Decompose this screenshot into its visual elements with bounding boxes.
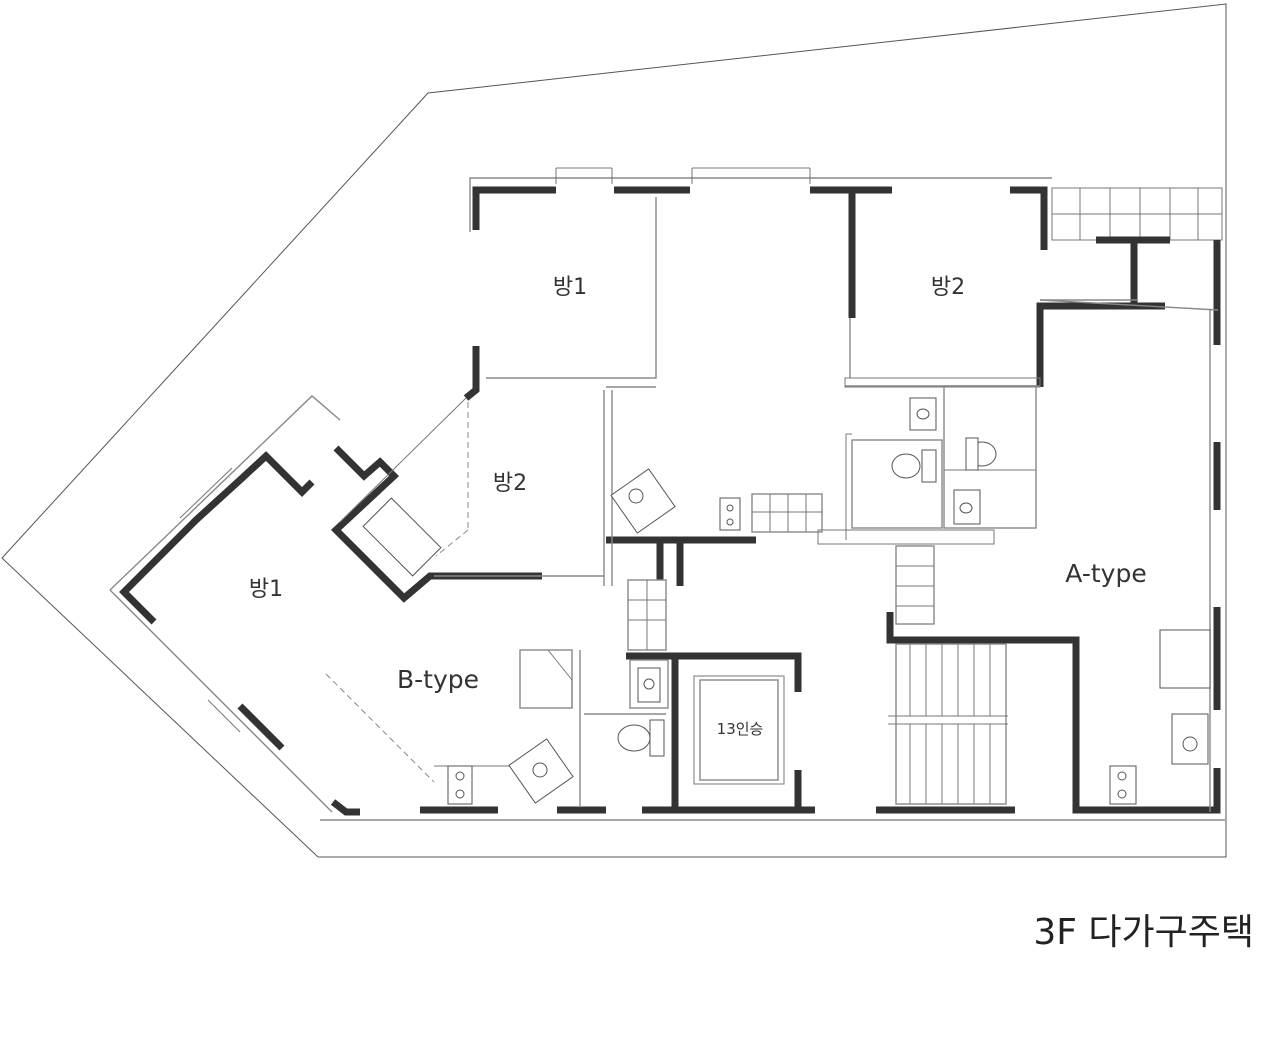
window-lines (109, 167, 1227, 821)
a-room1-label: 방1 (553, 275, 587, 300)
b-room2-label: 방2 (493, 471, 527, 496)
interior-partitions (325, 197, 1219, 812)
a-room2-label: 방2 (931, 275, 965, 300)
a-kitchen (1109, 629, 1211, 805)
balcony-top-right (1051, 187, 1223, 241)
main-stair (888, 643, 1008, 805)
fixtures (362, 397, 997, 805)
b-type-label: B-type (397, 665, 479, 694)
elevator (693, 675, 785, 785)
elevator-label: 13인승 (717, 720, 764, 738)
structural-walls (119, 186, 1221, 816)
a-type-label: A-type (1065, 559, 1146, 588)
b-room1-label: 방1 (249, 577, 283, 602)
site-boundary (1, 3, 1227, 858)
drawing-caption: 3F 다가구주택 (1033, 912, 1254, 953)
